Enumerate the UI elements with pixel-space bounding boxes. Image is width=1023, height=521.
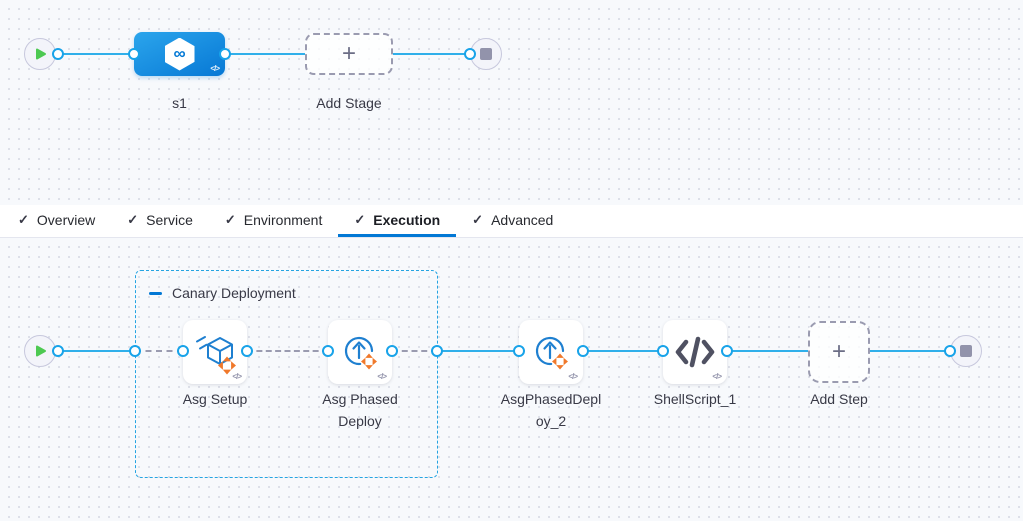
- stage-node-s1[interactable]: ∞ </>: [134, 32, 225, 76]
- asg-setup-icon: [196, 336, 236, 375]
- play-icon: [35, 345, 46, 357]
- stage-config-tabbar: ✓ Overview ✓ Service ✓ Environment ✓ Exe…: [0, 205, 1023, 238]
- connector-port[interactable]: [386, 345, 398, 357]
- step-node-asg-phased-deploy[interactable]: </>: [328, 320, 392, 384]
- step-node-asg-setup[interactable]: </>: [183, 320, 247, 384]
- execution-start-node: [24, 335, 56, 367]
- edge: [437, 350, 519, 352]
- step-node-shellscript-1[interactable]: </>: [663, 320, 727, 384]
- connector-port[interactable]: [52, 345, 64, 357]
- tab-environment[interactable]: ✓ Environment: [224, 211, 323, 228]
- code-source-badge-icon: </>: [377, 372, 387, 381]
- edge: [727, 350, 808, 352]
- connector-port[interactable]: [219, 48, 231, 60]
- edge: [40, 350, 135, 352]
- stop-icon: [480, 48, 492, 60]
- connector-port[interactable]: [657, 345, 669, 357]
- step-group-header: Canary Deployment: [149, 285, 296, 301]
- connector-port[interactable]: [944, 345, 956, 357]
- step-label: ShellScript_1: [653, 391, 737, 407]
- stop-icon: [960, 345, 972, 357]
- check-icon: ✓: [472, 211, 484, 227]
- shell-script-icon: [675, 336, 715, 368]
- step-node-asg-phased-deploy-2[interactable]: </>: [519, 320, 583, 384]
- connector-port[interactable]: [52, 48, 64, 60]
- add-step-button[interactable]: +: [808, 321, 870, 383]
- connector-port[interactable]: [129, 345, 141, 357]
- tab-service[interactable]: ✓ Service: [127, 211, 193, 228]
- tab-overview[interactable]: ✓ Overview: [18, 211, 96, 228]
- code-source-badge-icon: </>: [568, 372, 578, 381]
- connector-port[interactable]: [128, 48, 140, 60]
- cd-stage-icon: ∞: [164, 37, 195, 71]
- add-stage-button[interactable]: +: [305, 33, 393, 75]
- code-source-badge-icon: </>: [232, 372, 242, 381]
- connector-port[interactable]: [721, 345, 733, 357]
- check-icon: ✓: [354, 211, 366, 227]
- pipeline-start-node: [24, 38, 56, 70]
- step-group-canary-deployment: Canary Deployment: [135, 270, 438, 478]
- play-icon: [35, 48, 46, 60]
- asg-phased-deploy-icon: [535, 336, 568, 370]
- step-group-label: Canary Deployment: [172, 285, 296, 301]
- connector-port[interactable]: [577, 345, 589, 357]
- stage-label: s1: [172, 95, 187, 111]
- step-label: Asg Setup: [182, 391, 248, 407]
- plus-icon: +: [831, 338, 846, 365]
- edge: [393, 53, 470, 55]
- connector-port[interactable]: [431, 345, 443, 357]
- connector-port[interactable]: [513, 345, 525, 357]
- pipeline-end-node: [470, 38, 502, 70]
- connector-port[interactable]: [322, 345, 334, 357]
- step-label: Asg Phased Deploy: [322, 391, 398, 429]
- execution-canvas[interactable]: Canary Deployment: [0, 238, 1023, 521]
- add-stage-label: Add Stage: [316, 95, 382, 111]
- collapse-minus-icon[interactable]: [149, 291, 162, 295]
- edge: [40, 53, 134, 55]
- add-step-label: Add Step: [810, 391, 868, 407]
- connector-port[interactable]: [177, 345, 189, 357]
- edge: [583, 350, 663, 352]
- stage-canvas[interactable]: ∞ </> + s1 Add Stage: [0, 0, 1023, 205]
- asg-phased-deploy-icon: [344, 336, 377, 370]
- edge: [135, 350, 183, 352]
- check-icon: ✓: [18, 211, 29, 227]
- edge: [225, 53, 305, 55]
- code-source-badge-icon: </>: [210, 64, 220, 73]
- check-icon: ✓: [224, 211, 236, 227]
- connector-port[interactable]: [464, 48, 476, 60]
- plus-icon: +: [341, 40, 356, 67]
- tab-execution[interactable]: ✓ Execution: [338, 205, 457, 237]
- edge: [247, 350, 328, 352]
- edge: [870, 350, 965, 352]
- edge: [392, 350, 437, 352]
- code-source-badge-icon: </>: [712, 372, 722, 381]
- step-label: AsgPhasedDeploy_2: [500, 391, 602, 429]
- tab-advanced[interactable]: ✓ Advanced: [472, 211, 554, 228]
- check-icon: ✓: [127, 211, 139, 227]
- infinity-glyph: ∞: [173, 43, 186, 63]
- connector-port[interactable]: [241, 345, 253, 357]
